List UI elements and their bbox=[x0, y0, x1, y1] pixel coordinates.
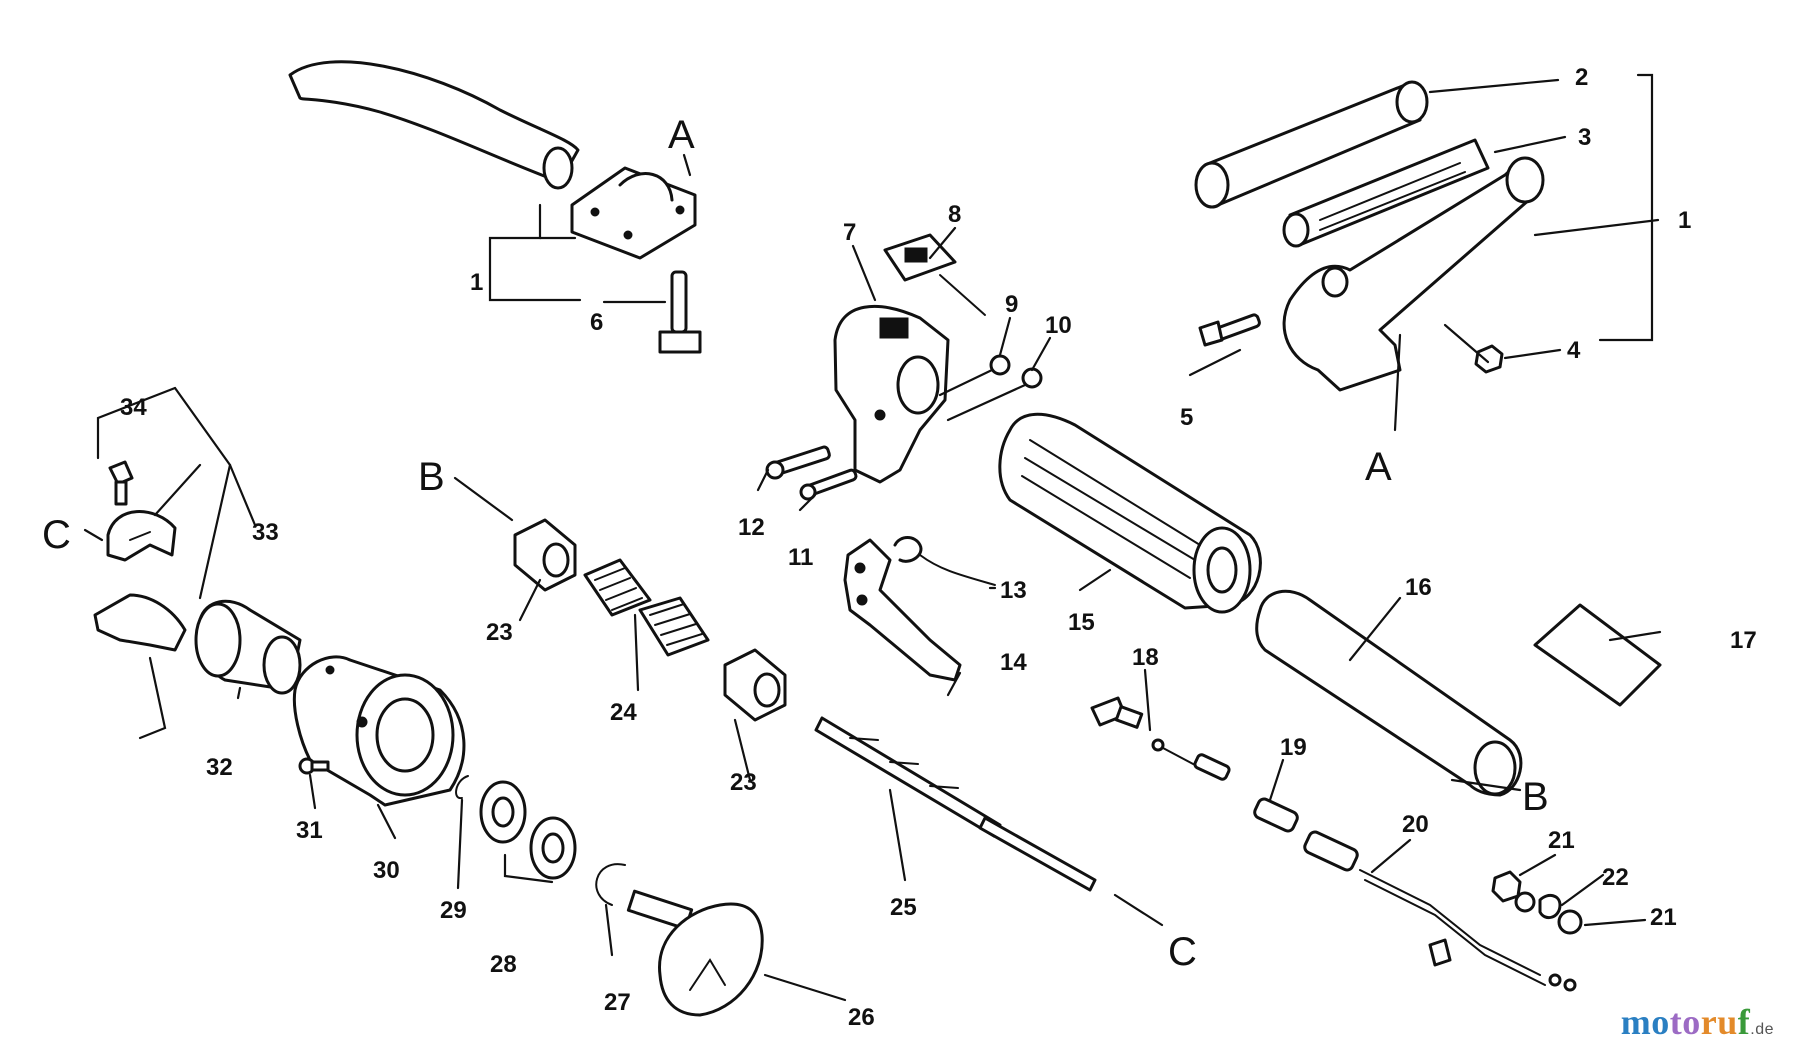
callout-10: 10 bbox=[1045, 312, 1072, 339]
cable-end bbox=[1151, 738, 1231, 781]
callout-C: C bbox=[42, 513, 71, 557]
grip-3 bbox=[1282, 138, 1490, 248]
callout-23: 23 bbox=[730, 769, 757, 796]
callout-24: 24 bbox=[610, 699, 637, 726]
cable-sleeve-19 bbox=[1253, 797, 1359, 872]
spring-24b bbox=[638, 596, 710, 657]
callout-21: 21 bbox=[1548, 827, 1575, 854]
callout-30: 30 bbox=[373, 857, 400, 884]
callout-18: 18 bbox=[1132, 644, 1159, 671]
nut-9 bbox=[989, 354, 1011, 376]
screw-12 bbox=[765, 445, 831, 480]
nut-4 bbox=[1474, 344, 1504, 374]
callout-33: 33 bbox=[252, 519, 279, 546]
callout-14: 14 bbox=[1000, 649, 1027, 676]
callout-4: 4 bbox=[1567, 337, 1581, 364]
callout-17: 17 bbox=[1730, 627, 1757, 654]
bolt-5 bbox=[1198, 313, 1261, 347]
decal-17 bbox=[1533, 603, 1662, 707]
callout-12: 12 bbox=[738, 514, 765, 541]
wire-20 bbox=[1359, 869, 1577, 992]
callout-28: 28 bbox=[490, 951, 517, 978]
throttle-lever-14 bbox=[843, 538, 962, 682]
callout-22: 22 bbox=[1602, 864, 1629, 891]
shaft-cup-26 bbox=[626, 889, 764, 1017]
bearing-28a bbox=[479, 780, 527, 844]
screw-6 bbox=[658, 270, 702, 354]
callout-5: 5 bbox=[1180, 404, 1193, 431]
callout-A: A bbox=[668, 113, 695, 157]
grip-2 bbox=[1194, 80, 1429, 209]
gear-housing-30 bbox=[292, 655, 466, 807]
sleeve-32 bbox=[194, 599, 302, 695]
callout-27: 27 bbox=[604, 989, 631, 1016]
nut-21a bbox=[1491, 870, 1522, 903]
handle-bar-1 bbox=[1282, 156, 1545, 392]
callout-21: 21 bbox=[1650, 904, 1677, 931]
tube-16 bbox=[1255, 589, 1523, 797]
circlip-27 bbox=[595, 863, 626, 906]
callout-labels: 1 6 A 7 8 9 10 2 3 1 4 5 A 34 33 C B 23 … bbox=[42, 64, 1757, 1031]
grip-15 bbox=[998, 412, 1262, 614]
callout-7: 7 bbox=[843, 219, 856, 246]
callout-13: 13 bbox=[1000, 577, 1027, 604]
callout-34: 34 bbox=[120, 394, 147, 421]
callout-6: 6 bbox=[590, 309, 603, 336]
callout-1: 1 bbox=[470, 269, 483, 296]
callout-32: 32 bbox=[206, 754, 233, 781]
washer-21b bbox=[1514, 891, 1583, 935]
clip-22 bbox=[1538, 893, 1562, 920]
coupling-23b bbox=[723, 648, 787, 722]
callout-A: A bbox=[1365, 445, 1392, 489]
callout-26: 26 bbox=[848, 1004, 875, 1031]
site-watermark: motoruf.de bbox=[1620, 1002, 1774, 1042]
spring-13 bbox=[893, 536, 996, 586]
handle-tube-curved bbox=[288, 60, 580, 190]
callout-16: 16 bbox=[1405, 574, 1432, 601]
clamp-half-lower bbox=[93, 593, 187, 652]
circlip-29 bbox=[455, 775, 469, 800]
leader-lines bbox=[83, 73, 1662, 1002]
screw-11 bbox=[799, 468, 858, 501]
coupling-23a bbox=[513, 518, 577, 592]
callout-25: 25 bbox=[890, 894, 917, 921]
callout-3: 3 bbox=[1578, 124, 1591, 151]
callout-19: 19 bbox=[1280, 734, 1307, 761]
callout-2: 2 bbox=[1575, 64, 1588, 91]
callout-1: 1 bbox=[1678, 207, 1691, 234]
bearing-28b bbox=[529, 816, 577, 880]
callout-15: 15 bbox=[1068, 609, 1095, 636]
callout-B: B bbox=[418, 455, 445, 499]
screw-31 bbox=[298, 757, 330, 775]
adjuster-18 bbox=[1090, 696, 1144, 729]
callout-11: 11 bbox=[788, 544, 813, 571]
switch-8 bbox=[883, 233, 986, 316]
spring-24a bbox=[583, 558, 652, 617]
housing-7 bbox=[833, 304, 950, 484]
drive-shaft-25 bbox=[814, 716, 1097, 892]
callout-20: 20 bbox=[1402, 811, 1429, 838]
callout-23: 23 bbox=[486, 619, 513, 646]
callout-8: 8 bbox=[948, 201, 961, 228]
clamp-upper-left bbox=[570, 166, 697, 260]
callout-B: B bbox=[1522, 775, 1549, 819]
callout-29: 29 bbox=[440, 897, 467, 924]
callout-31: 31 bbox=[296, 817, 323, 844]
callout-9: 9 bbox=[1005, 291, 1018, 318]
clamp-half-upper bbox=[106, 510, 177, 562]
bolt-34 bbox=[108, 460, 134, 506]
callout-C: C bbox=[1168, 930, 1197, 974]
